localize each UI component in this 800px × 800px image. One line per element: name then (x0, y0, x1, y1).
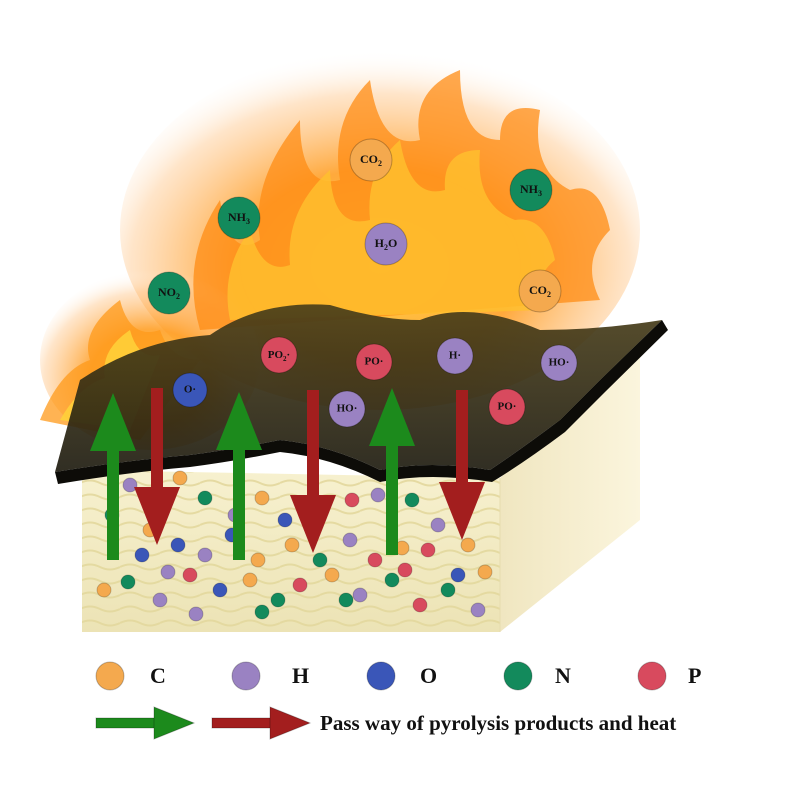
po-label: PO· (365, 356, 384, 368)
substrate-particle (312, 552, 328, 568)
h2o-label: H2O (375, 236, 398, 252)
co2-label: CO2 (529, 283, 551, 299)
legend-item-p: P (637, 661, 701, 691)
substrate-particle (170, 537, 186, 553)
legend-red-arrow (211, 706, 312, 740)
substrate-particle (122, 477, 138, 493)
substrate-particle (250, 552, 266, 568)
nh3-label: NH3 (228, 210, 250, 226)
substrate-particle (430, 517, 446, 533)
substrate-particle (152, 592, 168, 608)
substrate-particle (182, 567, 198, 583)
legend-green-arrow (95, 706, 196, 740)
substrate-particle (212, 582, 228, 598)
po-label: PO· (498, 401, 517, 413)
substrate-particles (96, 470, 493, 622)
po-radical-right: PO· (488, 388, 526, 426)
radical-species: PO2· PO· H· HO· O· HO· PO· (172, 336, 578, 428)
substrate-particle (292, 577, 308, 593)
ho-label: HO· (337, 403, 358, 415)
legend-item-h: H (231, 661, 309, 691)
co2-label: CO2 (360, 152, 382, 168)
substrate-particle (96, 582, 112, 598)
substrate-particle (370, 487, 386, 503)
substrate-particle (254, 604, 270, 620)
substrate-particle (284, 537, 300, 553)
legend-label-p: P (688, 663, 701, 688)
substrate-particle (197, 490, 213, 506)
green-arrow-up (369, 388, 415, 555)
h-label: H· (449, 350, 461, 362)
ho-radical-mid: HO· (328, 390, 366, 428)
substrate-particle (188, 606, 204, 622)
legend-label-n: N (555, 663, 571, 688)
co2-molecule-right: CO2 (518, 269, 562, 313)
substrate-particle (450, 567, 466, 583)
green-arrow-up (216, 392, 262, 560)
nh3-label: NH3 (520, 182, 542, 198)
substrate-particle (277, 512, 293, 528)
substrate-particle (338, 592, 354, 608)
ho-label: HO· (549, 357, 570, 369)
substrate-particle (477, 564, 493, 580)
legend-item-n: N (503, 661, 571, 691)
substrate-particle (470, 602, 486, 618)
substrate-particle (352, 587, 368, 603)
legend-item-c: C (95, 661, 166, 691)
substrate-particle (460, 537, 476, 553)
substrate-particle (397, 562, 413, 578)
legend: C H O N P Pass way of pyrolysis products… (95, 661, 701, 740)
substrate-particle (342, 532, 358, 548)
o-label: O· (184, 384, 196, 396)
po2-label: PO2· (268, 349, 290, 363)
substrate-particle (344, 492, 360, 508)
legend-caption: Pass way of pyrolysis products and heat (320, 711, 676, 735)
gas-phase-molecules: CO2 NH3 NH3 H2O NO2 CO2 (147, 138, 562, 315)
no2-label: NO2 (158, 285, 180, 301)
substrate-particle (242, 572, 258, 588)
substrate-particle (160, 564, 176, 580)
legend-item-o: O (366, 661, 437, 691)
nh3-molecule-right: NH3 (509, 168, 553, 212)
co2-molecule: CO2 (349, 138, 393, 182)
substrate-particle (254, 490, 270, 506)
legend-label-h: H (292, 663, 309, 688)
red-arrow-down (439, 390, 485, 540)
po2-radical: PO2· (260, 336, 298, 374)
h-radical: H· (436, 337, 474, 375)
substrate-particle (197, 547, 213, 563)
legend-label-o: O (420, 663, 437, 688)
substrate-particle (384, 572, 400, 588)
substrate-particle (420, 542, 436, 558)
substrate-particle (120, 574, 136, 590)
substrate-particle (270, 592, 286, 608)
nh3-molecule-left: NH3 (217, 196, 261, 240)
substrate-particle (412, 597, 428, 613)
legend-label-c: C (150, 663, 166, 688)
substrate-particle (440, 582, 456, 598)
substrate-particle (324, 567, 340, 583)
red-arrow-down (134, 388, 180, 545)
po-radical: PO· (355, 343, 393, 381)
ho-radical-right: HO· (540, 344, 578, 382)
red-arrow-down (290, 390, 336, 553)
o-radical: O· (172, 372, 208, 408)
flow-arrows (90, 388, 485, 560)
green-arrow-up (90, 393, 136, 560)
h2o-molecule: H2O (364, 222, 408, 266)
substrate-particle (404, 492, 420, 508)
substrate-particle (172, 470, 188, 486)
substrate-particle (367, 552, 383, 568)
substrate-particle (134, 547, 150, 563)
no2-molecule: NO2 (147, 271, 191, 315)
